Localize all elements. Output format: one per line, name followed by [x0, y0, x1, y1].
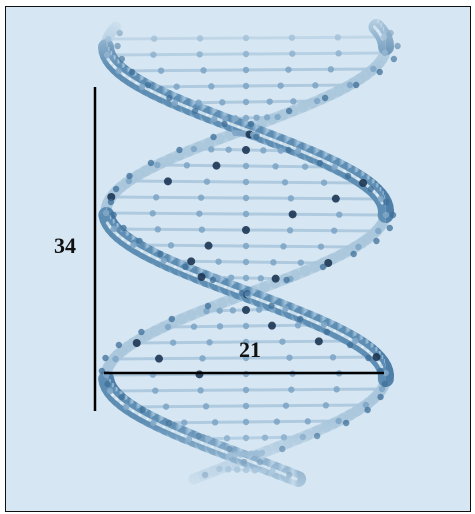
height-dimension-label: 34 [54, 233, 76, 258]
width-dimension-label: 21 [239, 337, 261, 362]
dna-helix-figure: 34 21 [5, 6, 471, 512]
fade-overlay [6, 7, 470, 511]
dna-double-helix-illustration [6, 7, 470, 511]
